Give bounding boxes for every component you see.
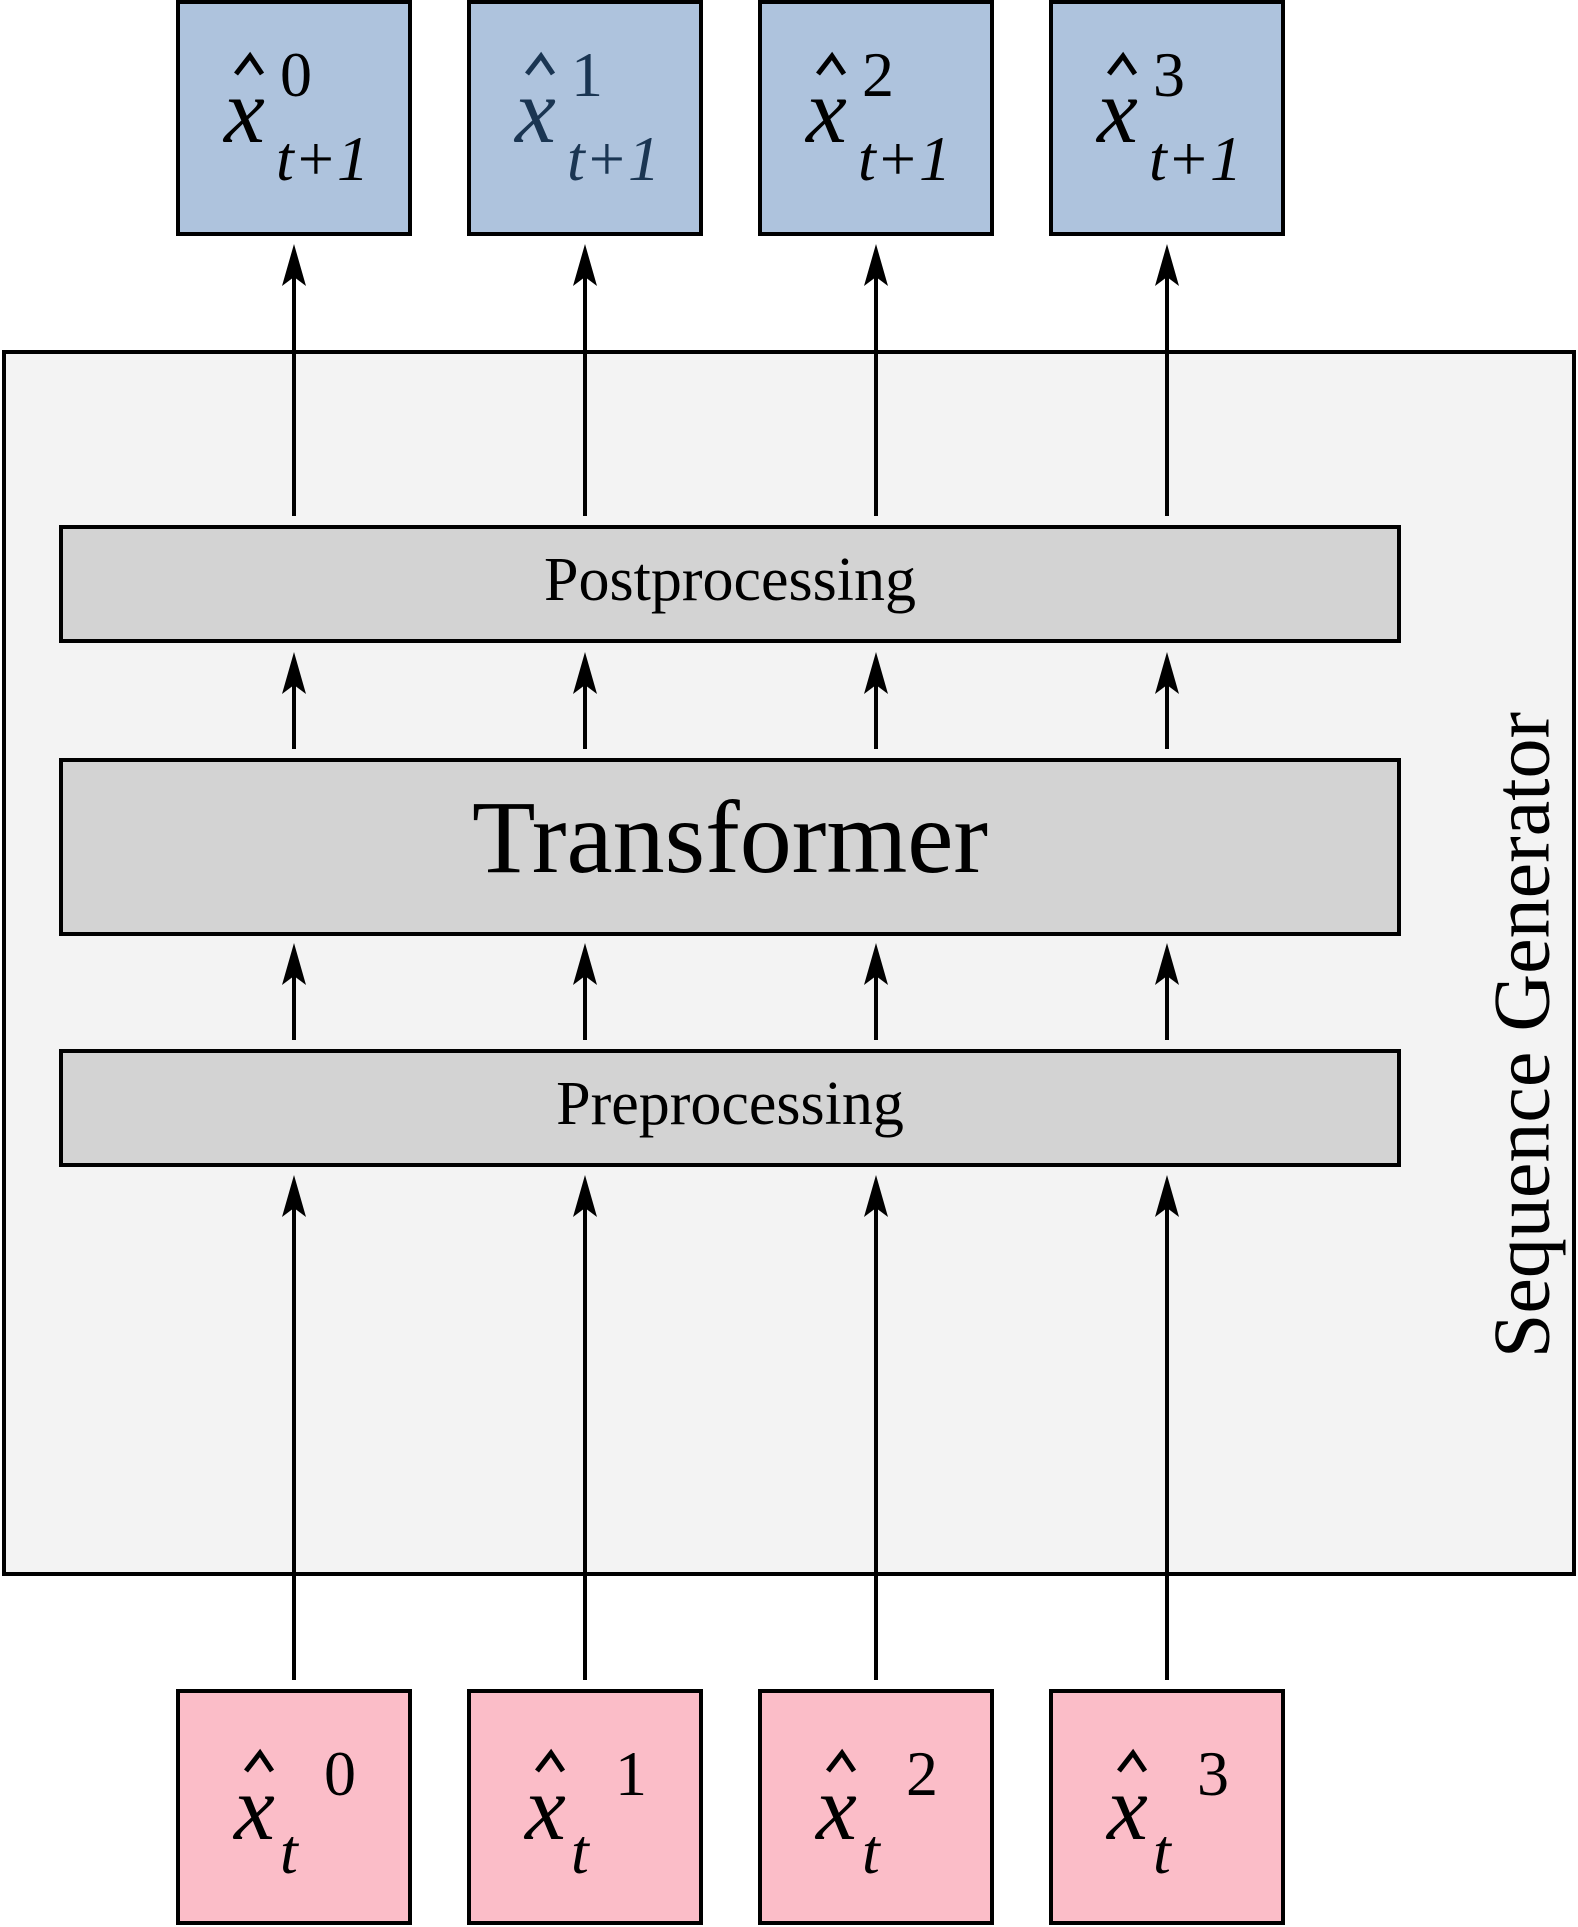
output-sup-3: 3 [1153,39,1185,110]
input-sub-0: t [280,1816,300,1887]
arrow-transformer-to-postprocessing-0 [282,652,306,749]
output-label-2: x [804,60,847,162]
input-sub-3: t [1153,1816,1173,1887]
input-label-0: x [232,1757,275,1859]
output-base-2: x [804,60,847,162]
input-hat-1 [535,1748,566,1773]
input-sup-0: 0 [324,1738,356,1809]
input-base-2: x [814,1757,857,1859]
arrow-preprocessing-to-transformer-3 [1155,943,1179,1040]
input-base-1: x [523,1757,566,1859]
arrow-input-to-preprocessing-0 [282,1175,306,1680]
output-sup-1: 1 [571,39,603,110]
preprocessing-box [59,1049,1401,1167]
arrow-preprocessing-to-transformer-1 [573,943,597,1040]
input-base-0: x [232,1757,275,1859]
input-hat-2 [826,1748,857,1773]
postprocessing-box [59,525,1401,643]
output-hat-2 [816,51,847,76]
input-hat-0 [244,1748,275,1773]
output-sup-0: 0 [280,39,312,110]
arrow-transformer-to-postprocessing-2 [864,652,888,749]
input-sup-2: 2 [906,1738,938,1809]
preprocessing-label: Preprocessing [556,1070,904,1138]
arrow-preprocessing-to-transformer-2 [864,943,888,1040]
output-label-1: x [513,60,556,162]
arrow-postprocessing-to-output-0 [282,244,306,516]
output-sub-3: t+1 [1149,123,1242,194]
input-hat-3 [1117,1748,1148,1773]
output-sub-1: t+1 [567,123,660,194]
output-base-1: x [513,60,556,162]
arrow-postprocessing-to-output-3 [1155,244,1179,516]
output-label-3: x [1095,60,1138,162]
input-sup-1: 1 [615,1738,647,1809]
output-base-0: x [222,60,265,162]
arrow-input-to-preprocessing-1 [573,1175,597,1680]
arrows [282,244,1179,1680]
arrow-input-to-preprocessing-3 [1155,1175,1179,1680]
input-sub-1: t [571,1816,591,1887]
input-label-3: x [1105,1757,1148,1859]
arrow-transformer-to-postprocessing-3 [1155,652,1179,749]
output-sub-2: t+1 [858,123,951,194]
input-base-3: x [1105,1757,1148,1859]
input-label-2: x [814,1757,857,1859]
output-base-3: x [1095,60,1138,162]
output-hat-1 [525,51,556,76]
output-hat-0 [234,51,265,76]
transformer-box [59,758,1401,936]
input-sub-2: t [862,1816,882,1887]
arrow-postprocessing-to-output-1 [573,244,597,516]
arrow-input-to-preprocessing-2 [864,1175,888,1680]
input-sup-3: 3 [1197,1738,1229,1809]
transformer-label: Transformer [472,780,988,895]
arrow-preprocessing-to-transformer-0 [282,943,306,1040]
sequence-generator-label: Sequence Generator [1478,712,1566,1358]
output-sub-0: t+1 [276,123,369,194]
output-label-0: x [222,60,265,162]
input-label-1: x [523,1757,566,1859]
output-sup-2: 2 [862,39,894,110]
arrow-transformer-to-postprocessing-1 [573,652,597,749]
arrow-postprocessing-to-output-2 [864,244,888,516]
postprocessing-label: Postprocessing [544,546,916,614]
output-hat-3 [1107,51,1138,76]
